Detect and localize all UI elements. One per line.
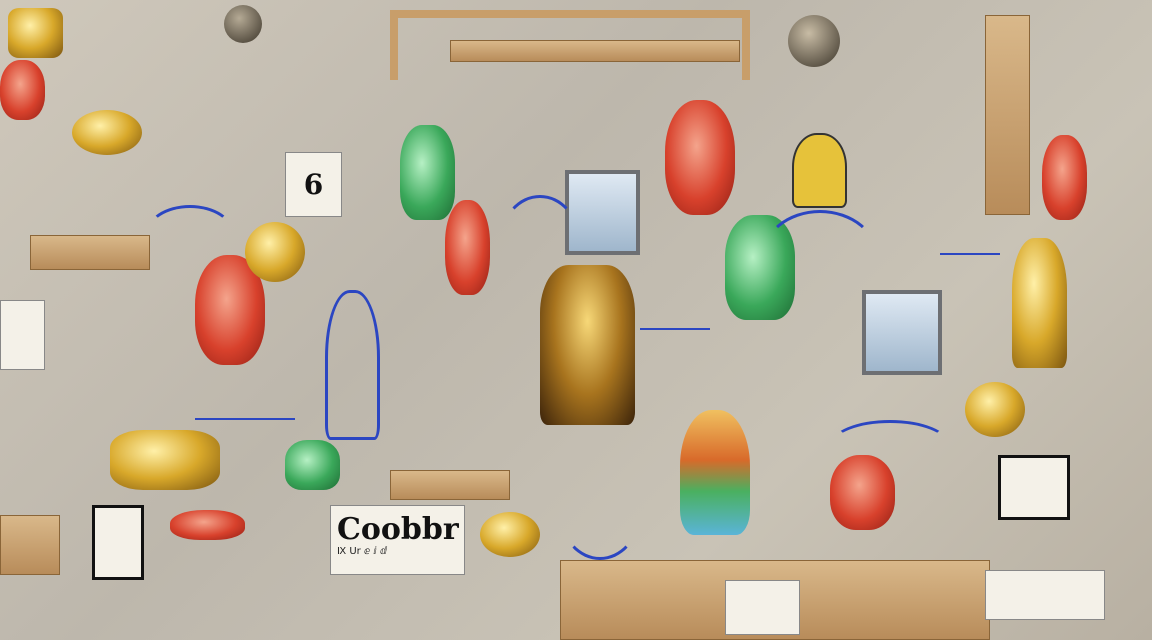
paper-note [0,300,45,370]
blue-arrow [145,205,235,265]
blue-annotation [195,380,295,420]
red-object [0,60,45,120]
blue-arrow [760,210,880,310]
wooden-shelf [450,40,740,62]
wooden-block [0,515,60,575]
sign-title: Coobbr [337,512,459,547]
gold-knob [245,222,305,282]
wooden-board [390,470,510,500]
paper-note [725,580,800,635]
sign-subtitle: Ⅸ Ur ⅇ ⅈ ⅆ [337,546,388,557]
gold-trophy [540,265,635,425]
paper-note [985,570,1105,620]
gold-object [8,8,63,58]
card-number: 6 [303,168,324,201]
wooden-bracket-left [30,235,150,270]
sign: Coobbr Ⅸ Ur ⅇ ⅈ ⅆ [330,505,465,575]
black-label [998,455,1070,520]
gold-statue [1012,238,1067,368]
rainbow-object [680,410,750,535]
dark-knob [788,15,840,67]
black-label [92,505,144,580]
red-object [445,200,490,295]
gold-object [480,512,540,557]
green-object [285,440,340,490]
gold-object [72,110,142,155]
yellow-keyhole-object [792,133,847,208]
blue-sketch [325,290,380,440]
red-object [170,510,245,540]
gold-object [965,382,1025,437]
number-card: 6 [285,152,342,217]
wooden-post-right [985,15,1030,215]
red-object [665,100,735,215]
gold-cylinder [110,430,220,490]
red-object [1042,135,1087,220]
blue-annotation [940,215,1000,255]
blue-arrow [830,420,950,470]
wooden-frame-top [390,10,750,80]
blue-arrow [560,470,640,560]
dark-knob [224,5,262,43]
blue-arrow [500,195,580,285]
blue-annotation [640,285,710,330]
window [862,290,942,375]
green-object [400,125,455,220]
